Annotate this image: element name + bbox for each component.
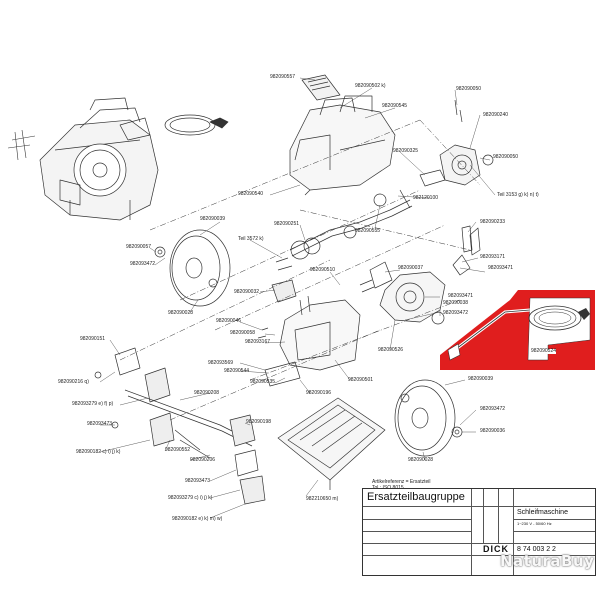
part-label: 982093472	[130, 261, 156, 267]
shaft-assembly-icon	[275, 189, 413, 271]
part-label: 982090039	[468, 376, 494, 382]
part-label: 982090039	[200, 216, 226, 222]
part-label: 982090557	[270, 74, 296, 80]
part-label: 982090545	[382, 103, 408, 109]
tool-rest-assembly-icon	[94, 347, 266, 505]
assembled-machine-icon	[7, 97, 159, 221]
highlighted-cable-region	[440, 290, 595, 370]
part-label: 982090206	[190, 457, 216, 463]
leader-lines	[99, 77, 496, 519]
part-label: 982093473	[185, 478, 211, 484]
part-label: 982090216 q)	[58, 379, 89, 385]
part-label: 982090036	[480, 428, 506, 434]
part-label: 982093472	[480, 406, 506, 412]
part-label: 982090058	[230, 330, 256, 336]
grinding-wheel-left-icon	[154, 229, 231, 307]
title-block-drawing-number: 8 74 003 2 2	[517, 546, 556, 553]
part-label: Teil 3153 g) k) n) t)	[497, 192, 539, 198]
part-label: 982090524	[531, 348, 557, 354]
cable-coil-icon	[164, 114, 229, 136]
part-label: 982093167	[245, 339, 271, 345]
part-label: 982093472	[443, 310, 469, 316]
part-label: 982090552	[165, 447, 191, 453]
part-label: 982093473	[87, 421, 113, 427]
belt-icon	[461, 225, 473, 253]
part-label: 982090198	[246, 419, 272, 425]
base-frame-icon	[257, 279, 361, 387]
part-label: 982090050	[493, 154, 519, 160]
title-block: Ersatzteilbaugruppe Schleifmaschine 1~23…	[362, 488, 596, 576]
motor-icon	[359, 227, 481, 325]
part-label: 982210650 m)	[306, 496, 339, 502]
part-label: 982093471	[488, 265, 514, 271]
part-label: 982093569	[208, 360, 234, 366]
part-label: 982090028	[408, 457, 434, 463]
water-tray-icon	[277, 397, 386, 490]
part-label: 982090050	[456, 86, 482, 92]
part-label: 982090510	[310, 267, 336, 273]
part-label: 982090046	[216, 318, 242, 324]
assembly-lines	[119, 119, 481, 421]
part-label: 982090182 c) i) j) k)	[76, 449, 121, 455]
watermark: NaturaBuy	[500, 552, 595, 570]
manual-booklet-icon	[301, 74, 341, 101]
drive-unit-icon	[419, 99, 494, 187]
title-block-title: Ersatzteilbaugruppe	[367, 491, 465, 503]
title-note-1: Artikelreferenz = Ersatzteil	[372, 479, 431, 485]
part-label: 982090325	[393, 148, 419, 154]
grinding-wheel-right-icon	[394, 379, 463, 457]
part-label: 982090208	[194, 390, 220, 396]
part-label: 982090526	[378, 347, 404, 353]
part-label: 982093171	[480, 254, 506, 260]
part-label: 982093471	[448, 293, 474, 299]
part-label: 982090240	[483, 112, 509, 118]
part-label: 982090057	[126, 244, 152, 250]
part-label: 982090540	[238, 191, 264, 197]
part-label: 982090032	[234, 289, 260, 295]
part-label: 982090501	[348, 377, 374, 383]
title-block-machine: Schleifmaschine	[517, 509, 568, 516]
upper-housing-icon	[289, 95, 396, 196]
part-label: Teil 3572 k)	[238, 236, 264, 242]
part-label: 982090038	[443, 300, 469, 306]
part-label: 982093279 e) f) p)	[72, 401, 114, 407]
part-label: 982120100	[413, 195, 439, 201]
part-label: 982090535	[250, 379, 276, 385]
part-label: 982090544	[224, 368, 250, 374]
title-block-spec: 1~230 V - 50/60 Hz	[517, 521, 552, 526]
part-label: 982090502 k)	[355, 83, 386, 89]
part-label: 982090037	[398, 265, 424, 271]
part-label: 982090196	[306, 390, 332, 396]
title-block-brand: DICK	[483, 544, 509, 554]
part-label: 982090251	[274, 221, 300, 227]
part-label: 982090151	[80, 336, 106, 342]
part-label: 982090182 e) k) m) w)	[172, 516, 223, 522]
part-label: 982090233	[480, 219, 506, 225]
part-label: 982093279 c) i) j) k)	[168, 495, 213, 501]
part-label: 982090555	[355, 228, 381, 234]
part-label: 982090028	[168, 310, 194, 316]
